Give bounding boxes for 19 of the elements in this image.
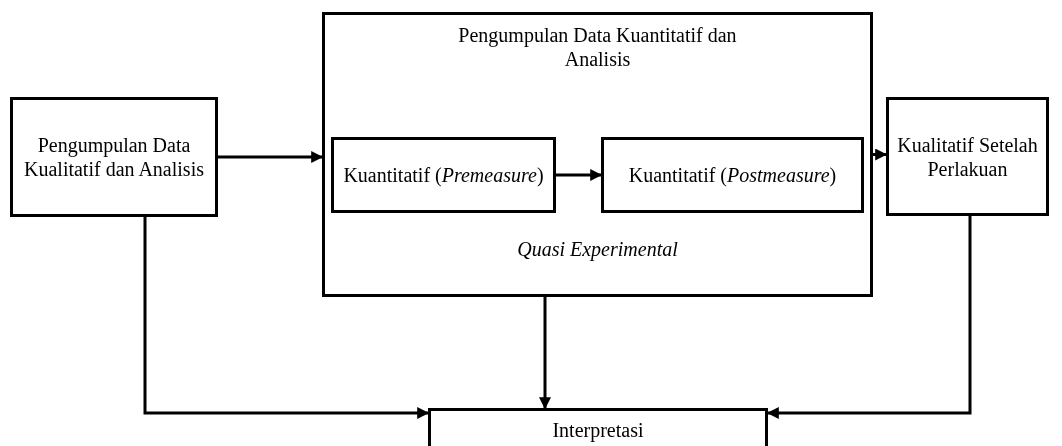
node-label: Kuantitatif (Premeasure) <box>342 163 545 187</box>
process-box <box>601 137 864 213</box>
arrow <box>218 151 324 163</box>
process-box <box>886 97 1049 216</box>
node-caption: Quasi Experimental <box>516 237 679 261</box>
arrow <box>873 148 888 161</box>
arrow <box>539 297 551 410</box>
process-box <box>331 137 556 213</box>
arrow <box>766 216 972 419</box>
arrow <box>143 217 430 419</box>
process-box <box>428 408 768 446</box>
node-label: Interpretasi <box>551 417 645 442</box>
node-label: Kuantitatif (Postmeasure) <box>627 163 838 187</box>
arrow <box>556 169 603 181</box>
group-box <box>322 12 873 297</box>
process-box <box>10 97 218 217</box>
node-label: Kualitatif Setelah Perlakuan <box>896 132 1039 181</box>
node-label: Pengumpulan Data Kuantitatif dan Analisis <box>457 23 738 71</box>
node-label: Pengumpulan Data Kualitatif dan Analisis <box>23 133 205 181</box>
